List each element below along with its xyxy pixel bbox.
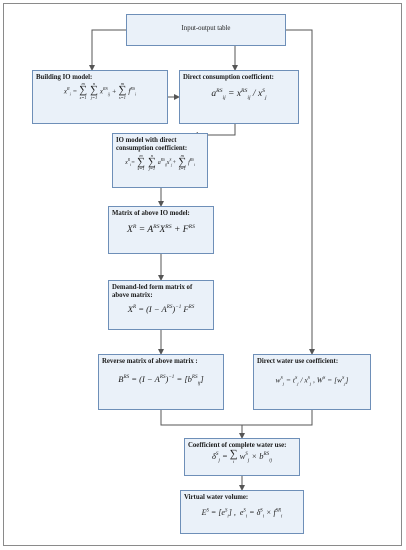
input-output-table-title: Input-output table [181,25,231,32]
complete-water-equation: δSj = ∑i wSj × bRSij [211,448,273,464]
input-output-table-box: Input-output table [126,14,286,46]
complete-water-box: Coefficient of complete water use: δSj =… [184,438,300,476]
demand-led-title: Demand-led form matrix of above matrix: [112,284,193,300]
reverse-matrix-title: Reverse matrix of above matrix : [102,358,198,365]
connector-direct-water-to-complete [242,410,313,426]
matrix-io-title: Matrix of above IO model: [112,210,190,217]
io-model-direct-equation: xRi= m∑s=1 n∑j=1 aRSijxSj+ m∑s=1 fRSi [125,152,195,172]
figure-frame [3,3,402,546]
demand-led-equation: XR = (I − ARS)−1 FRS [127,303,195,314]
building-io-model-title: Building IO model: [36,74,93,81]
connector-reverse-to-complete [160,410,245,439]
io-model-direct-title: IO model with direct consumption coeffic… [116,137,188,153]
direct-water-equation: wSj = tSj / xSj , WS = [wSj] [275,375,349,387]
matrix-io-equation: XR = ARSXRS + FRS [127,224,195,236]
connector-top-to-building [89,29,126,71]
demand-led-box: Demand-led form matrix of above matrix: … [108,280,214,330]
connector-top-to-direct-water [286,29,315,355]
direct-consumption-equation: aRSij = xRSij / xSj [211,88,267,102]
direct-water-title: Direct water use coefficient: [257,358,339,365]
virtual-water-equation: ES = [eSi] , eSi = δSi × fSRi [201,508,283,521]
building-io-model-box: Building IO model: xRi = m∑s=1 n∑j=1 xRS… [32,70,168,124]
io-model-direct-box: IO model with direct consumption coeffic… [112,133,208,188]
building-io-model-equation: xRi = m∑s=1 n∑j=1 xRSij + m∑s=1 fRSi [63,81,137,100]
direct-consumption-box: Direct consumption coefficient: aRSij = … [179,70,299,124]
direct-water-box: Direct water use coefficient: wSj = tSj … [253,354,371,410]
complete-water-title: Coefficient of complete water use: [188,442,287,449]
virtual-water-title: Virtual water volume: [184,494,249,501]
reverse-matrix-equation: BRS = (I − ARS)−1 = [bRSij] [118,374,204,388]
virtual-water-box: Virtual water volume: ES = [eSi] , eSi =… [180,490,304,534]
direct-consumption-title: Direct consumption coefficient: [183,74,274,81]
reverse-matrix-box: Reverse matrix of above matrix : BRS = (… [98,354,224,410]
matrix-io-box: Matrix of above IO model: XR = ARSXRS + … [108,206,214,254]
